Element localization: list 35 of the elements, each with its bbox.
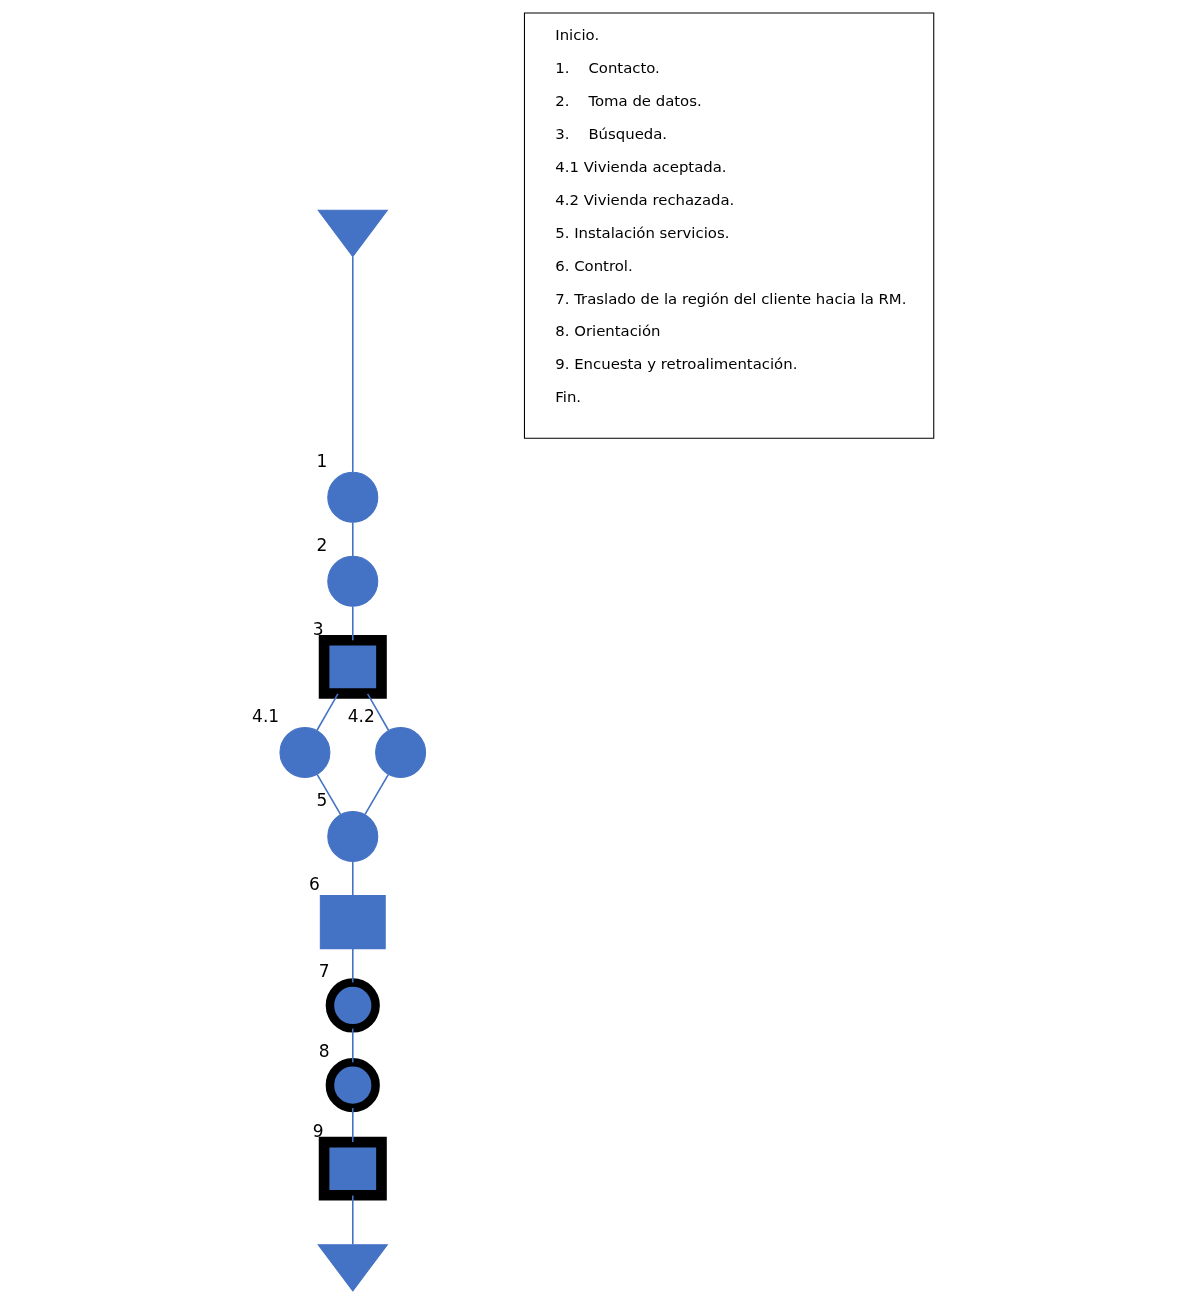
node-triangle	[317, 209, 389, 258]
node-label: 2	[316, 534, 328, 555]
node-label: 4.1	[252, 705, 280, 726]
node-box	[318, 1136, 387, 1201]
node-circle	[325, 1058, 380, 1113]
node-triangle	[317, 1244, 389, 1292]
connector	[352, 255, 354, 473]
node-label: 8	[318, 1040, 330, 1061]
node-circle	[325, 978, 380, 1033]
node-label: 7	[318, 961, 330, 982]
node-circle	[327, 810, 379, 862]
connector	[352, 1194, 354, 1246]
node-circle	[327, 471, 379, 523]
node-box	[318, 635, 387, 699]
node-label: 6	[309, 873, 320, 894]
node-label: 1	[316, 450, 328, 471]
connector	[352, 1107, 354, 1143]
connector	[352, 605, 354, 642]
node-label: 9	[312, 1120, 324, 1141]
connector	[352, 521, 354, 558]
node-label: 5	[316, 789, 328, 810]
connector	[352, 1027, 354, 1064]
connector	[316, 773, 342, 816]
node-label: 4.2	[347, 705, 375, 726]
connector	[316, 693, 339, 732]
node-circle	[327, 555, 379, 607]
node-circle	[279, 726, 331, 778]
node-circle	[375, 726, 427, 778]
connector	[364, 773, 390, 816]
node-box: Inicio. 1. Contacto. 2. Toma de datos. 3. Búsqueda. 4.1 Vivienda aceptada. 4.2 Vivienda rechazada. 5. Instalación servicios. 6. Control. 7. Traslado de la región del cliente hacia la RM. 8. Orientación 9. Encuesta y retroalimentación. Fin.	[523, 12, 935, 439]
node-box	[319, 894, 386, 950]
connector	[352, 860, 354, 897]
connector	[352, 948, 354, 984]
node-label: 3	[312, 618, 324, 639]
connector	[366, 693, 390, 732]
